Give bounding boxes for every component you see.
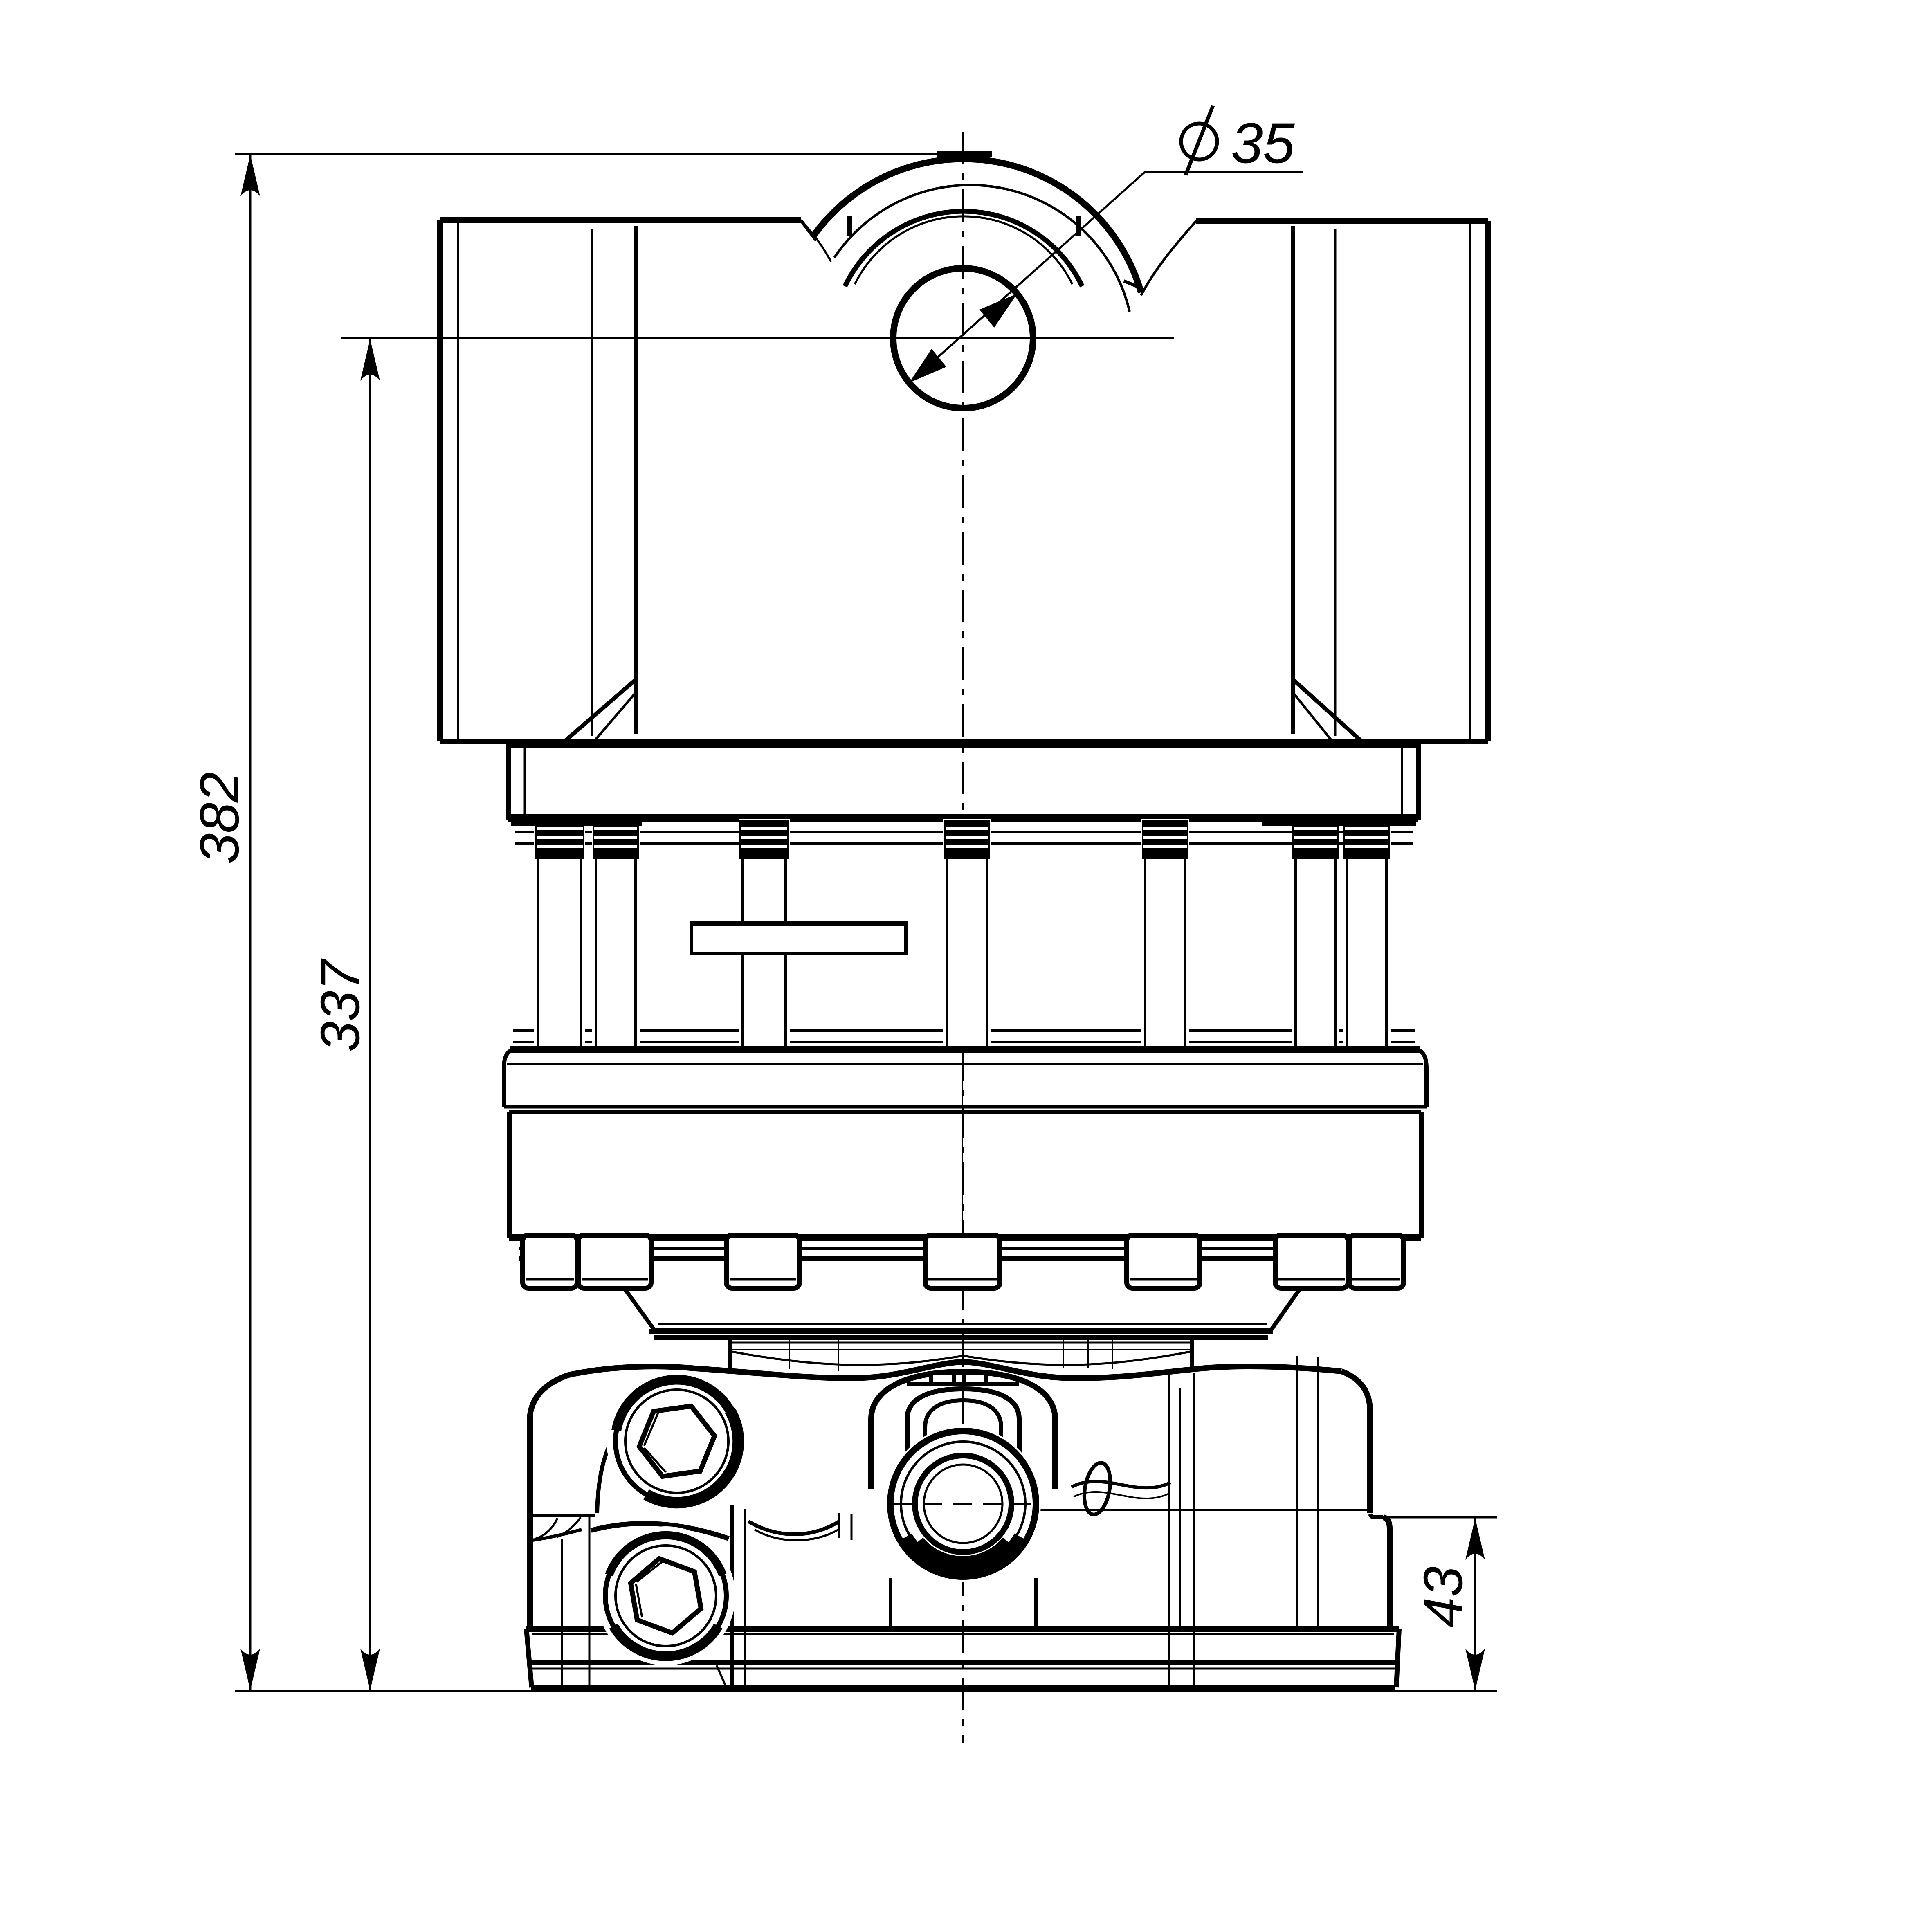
pin-boss	[799, 151, 1197, 411]
stud-section	[511, 818, 1416, 1049]
neck	[649, 1329, 1273, 1371]
threaded-studs	[534, 819, 1391, 1049]
clevis-block	[437, 217, 1491, 744]
dim-overall-height-text: 382	[189, 772, 250, 864]
hex-socket-bolt-lower	[590, 1521, 735, 1665]
dim-hole-diameter-text: 35	[1231, 111, 1295, 175]
top-flange	[506, 743, 1421, 822]
service-port	[885, 1426, 1041, 1627]
dim-hole-diameter: 35	[908, 105, 1303, 384]
dim-base-step-text: 43	[1412, 1566, 1474, 1628]
dim-center-height: 337	[309, 338, 380, 1691]
dim-center-height-text: 337	[309, 958, 371, 1052]
drum-housing	[502, 1046, 1429, 1241]
bolt-row	[519, 1233, 1406, 1291]
hex-socket-bolt-upper	[595, 1371, 747, 1514]
hex-bolt-heads	[520, 1233, 1406, 1291]
diameter-symbol-icon	[1179, 105, 1219, 176]
rotator-body	[524, 1356, 1402, 1692]
dim-base-step: 43	[1412, 1517, 1485, 1691]
center-tower	[868, 1368, 1058, 1489]
dim-overall-height: 382	[189, 154, 260, 1691]
pin-hole	[890, 265, 1036, 411]
key-plate	[690, 921, 908, 955]
tower-tabs	[929, 1371, 988, 1386]
